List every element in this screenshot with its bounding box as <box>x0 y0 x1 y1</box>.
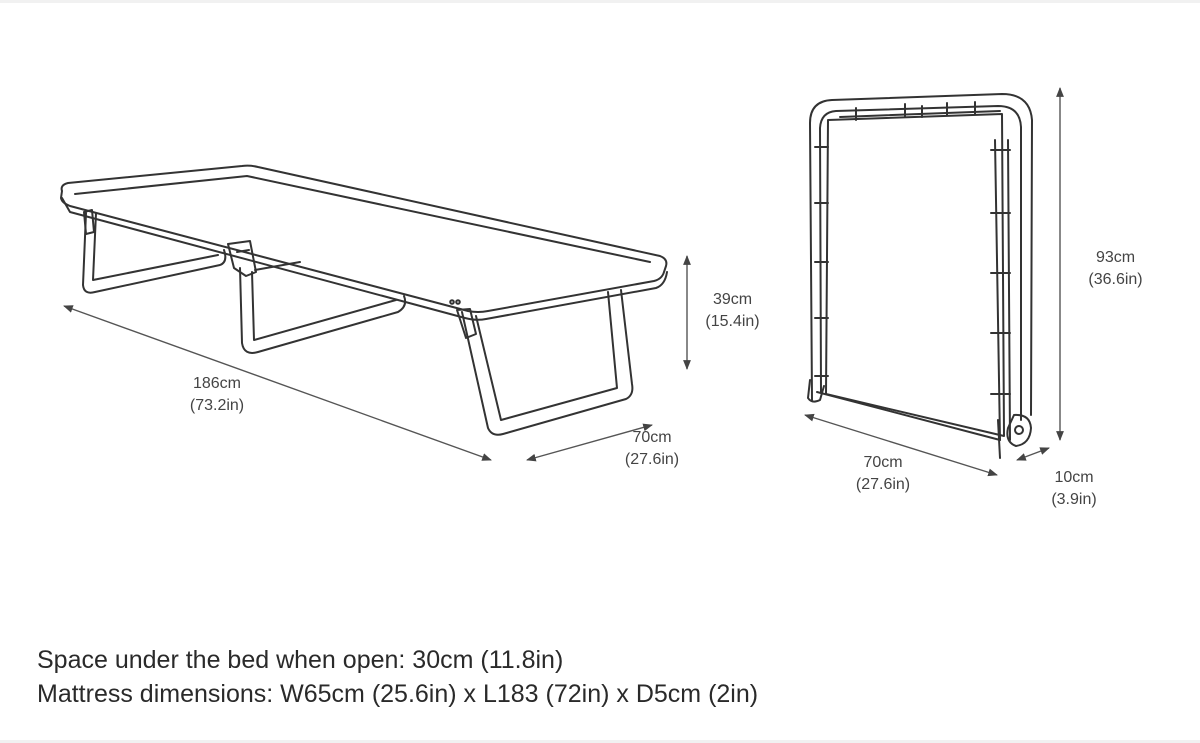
open-length-cm: 186cm <box>192 375 242 392</box>
open-length-label: 186cm (73.2in) <box>162 373 272 417</box>
space-under-note: Space under the bed when open: 30cm (11.… <box>37 646 564 674</box>
dimension-notes: Space under the bed when open: 30cm (11.… <box>37 643 758 711</box>
folded-width-in: (27.6in) <box>855 476 911 493</box>
open-height-in: (15.4in) <box>705 313 760 330</box>
open-width-label: 70cm (27.6in) <box>597 427 707 471</box>
open-width-in: (27.6in) <box>624 451 680 468</box>
folded-bed-dimension-lines <box>804 87 1064 477</box>
open-bed-illustration <box>60 164 668 436</box>
open-height-cm: 39cm <box>712 291 753 308</box>
bottom-edge <box>0 740 1200 743</box>
open-height-label: 39cm (15.4in) <box>680 289 785 333</box>
folded-bed-illustration <box>807 93 1033 459</box>
folded-depth-cm: 10cm <box>1054 469 1094 486</box>
folded-depth-label: 10cm (3.9in) <box>1024 467 1124 511</box>
folded-width-label: 70cm (27.6in) <box>828 452 938 496</box>
width-dimension-line <box>526 423 653 462</box>
open-length-in: (73.2in) <box>189 397 245 414</box>
folded-height-cm: 93cm <box>1095 249 1136 266</box>
folded-depth-dimension-line <box>1016 447 1050 461</box>
folded-depth-in: (3.9in) <box>1051 491 1097 508</box>
top-edge <box>0 0 1200 3</box>
folded-width-dimension-line <box>804 413 998 477</box>
mattress-note: Mattress dimensions: W65cm (25.6in) x L1… <box>37 680 759 708</box>
folded-height-in: (36.6in) <box>1088 271 1143 288</box>
open-width-cm: 70cm <box>632 429 672 446</box>
folded-width-cm: 70cm <box>863 454 903 471</box>
open-bed-dimension-lines <box>63 255 691 462</box>
folded-height-label: 93cm (36.6in) <box>1063 247 1168 291</box>
length-dimension-line <box>63 305 492 461</box>
